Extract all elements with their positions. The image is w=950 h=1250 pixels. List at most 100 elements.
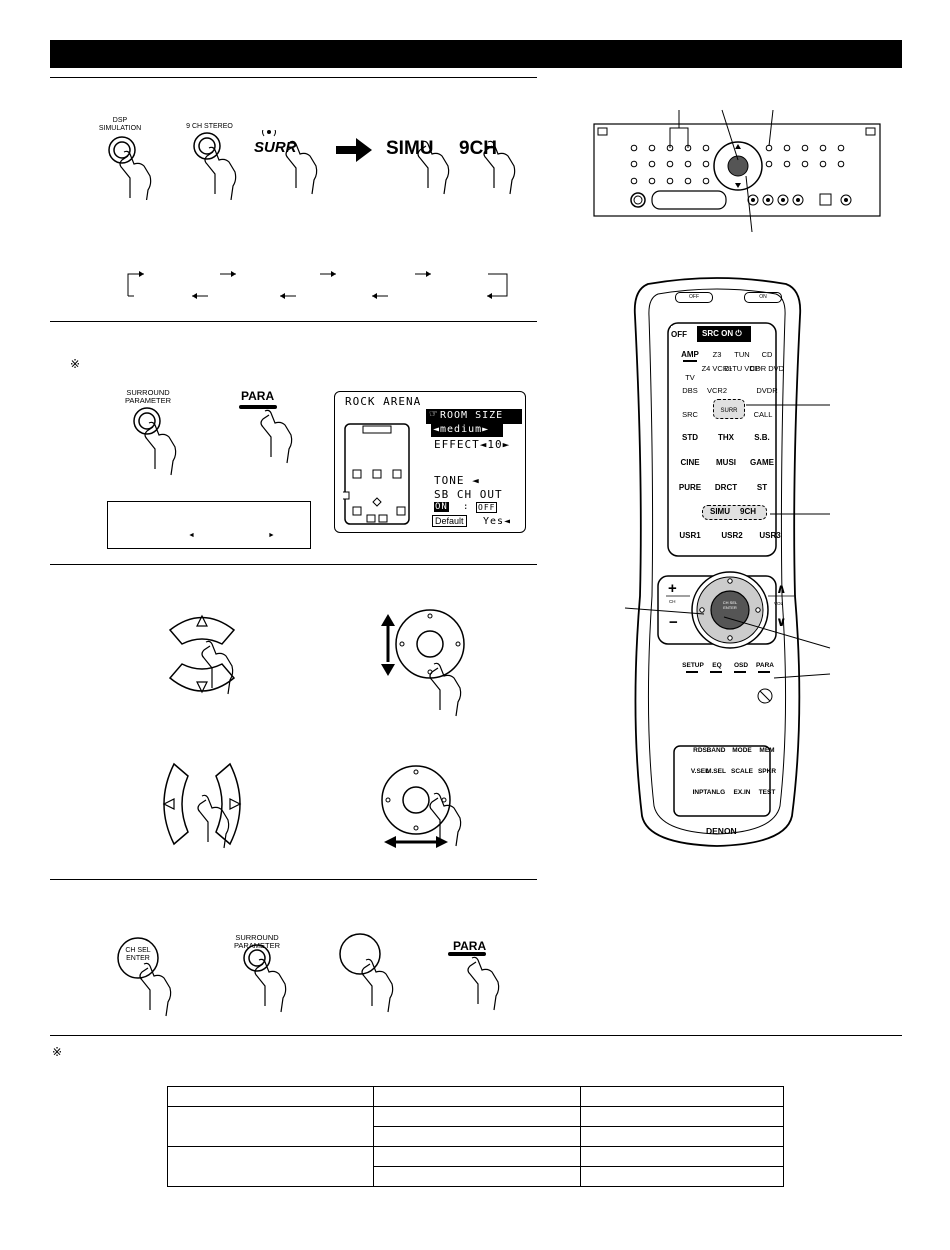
- remote-key-musi[interactable]: MUSI: [716, 458, 736, 467]
- remote-key-rds[interactable]: RDS: [693, 747, 707, 754]
- remote-key-test[interactable]: TEST: [758, 789, 776, 796]
- remote-key-usr1[interactable]: USR1: [679, 531, 701, 540]
- volume-down-button[interactable]: ∨: [776, 614, 787, 629]
- remote-key-tun[interactable]: TUN: [734, 350, 750, 359]
- remote-key-usr3[interactable]: USR3: [759, 531, 781, 540]
- remote-key-dbs[interactable]: DBS: [682, 386, 698, 395]
- para-button-label[interactable]: PARA: [453, 939, 487, 953]
- dsp-simulation-button[interactable]: [108, 136, 136, 164]
- remote-callout-lines: [624, 404, 831, 679]
- hand-icon: [417, 140, 450, 195]
- hand-icon: [285, 140, 318, 195]
- effect-value[interactable]: EFFECT◄10►: [434, 438, 511, 451]
- remote-key-usr2[interactable]: USR2: [721, 531, 743, 540]
- remote-key-exin[interactable]: EX.IN: [733, 789, 751, 796]
- remote-key-z3[interactable]: Z3: [712, 350, 722, 359]
- cursor-up-button[interactable]: [168, 614, 236, 645]
- remote-simu-button[interactable]: SIMU: [710, 507, 730, 516]
- speaker-layout-diagram: [343, 423, 410, 525]
- jog-dial[interactable]: [381, 765, 451, 835]
- section1-illustration: [108, 130, 516, 200]
- vol-label: VOL: [774, 601, 784, 606]
- remote-off-button[interactable]: OFF: [675, 292, 713, 303]
- remote-para-button[interactable]: PARA: [756, 662, 774, 669]
- surr-label: SURR: [720, 408, 738, 414]
- remote-key-std[interactable]: STD: [682, 433, 698, 442]
- remote-enter-button[interactable]: [710, 590, 750, 630]
- room-size-row[interactable]: ROOM SIZE ☞: [426, 409, 522, 424]
- cursor-icon: ☞: [429, 409, 438, 420]
- remote-key-band[interactable]: BAND: [706, 747, 726, 754]
- remote-key-cdr-dvd[interactable]: CDR DVD: [749, 364, 785, 373]
- surround-parameter-button[interactable]: [243, 944, 271, 972]
- remote-key-sb[interactable]: S.B.: [754, 433, 770, 442]
- cursor-left-button[interactable]: [162, 762, 189, 846]
- remote-simu-9ch-group: SIMU 9CH: [702, 505, 767, 520]
- remote-key-anlg[interactable]: ANLG: [706, 789, 726, 796]
- remote-key-cd[interactable]: CD: [761, 350, 773, 359]
- note-mark: ※: [70, 357, 81, 371]
- remote-key-mode[interactable]: MODE: [732, 747, 752, 754]
- room-size-label: ROOM SIZE: [440, 410, 504, 421]
- simu-button-label[interactable]: SIMU: [386, 138, 434, 159]
- remote-key-dvdr[interactable]: DVDR: [756, 386, 778, 395]
- remote-brand-logo: DENON: [706, 826, 737, 836]
- remote-key-scale[interactable]: SCALE: [730, 768, 754, 775]
- remote-key-msel[interactable]: M.SEL: [706, 768, 726, 775]
- remote-key-thx[interactable]: THX: [718, 433, 734, 442]
- setup-key-bar: [686, 671, 698, 673]
- para-button-label[interactable]: PARA: [241, 389, 275, 403]
- cursor-right-button[interactable]: [215, 762, 242, 846]
- remote-eq-button[interactable]: EQ: [712, 662, 722, 669]
- remote-key-drct[interactable]: DRCT: [714, 483, 738, 492]
- remote-key-pure[interactable]: PURE: [678, 483, 702, 492]
- remote-osd-button[interactable]: OSD: [733, 662, 749, 669]
- remote-surr-button[interactable]: SURR: [713, 399, 745, 419]
- ch-sel-enter-label: CH SEL ENTER: [125, 947, 151, 962]
- remote-key-vsel[interactable]: V.SEL: [690, 768, 710, 775]
- remote-key-cine[interactable]: CINE: [680, 458, 700, 467]
- surr-button-label[interactable]: SURR: [254, 139, 297, 156]
- sb-off-option[interactable]: OFF: [476, 502, 498, 513]
- hand-icon: [204, 146, 237, 200]
- channel-down-button[interactable]: −: [669, 614, 678, 631]
- jog-dial[interactable]: [395, 609, 465, 679]
- remote-key-vcr2[interactable]: VCR2: [706, 386, 727, 395]
- tone-label[interactable]: TONE ◄: [434, 474, 480, 487]
- remote-setup-button[interactable]: SETUP: [682, 662, 704, 669]
- remote-key-amp[interactable]: AMP: [681, 350, 699, 359]
- channel-up-button[interactable]: +: [668, 580, 677, 597]
- remote-key-dtu-vdp[interactable]: D-TU VDP: [724, 364, 760, 373]
- ninech-button-label[interactable]: 9CH: [459, 138, 498, 159]
- remote-key-mem[interactable]: MEM: [759, 747, 775, 754]
- default-option[interactable]: Default: [432, 515, 467, 527]
- remote-key-st[interactable]: ST: [756, 483, 768, 492]
- cursor-down-button[interactable]: [168, 663, 236, 694]
- remote-key-call[interactable]: CALL: [753, 410, 773, 419]
- volume-up-button[interactable]: ∧: [776, 581, 787, 596]
- tab-src-on[interactable]: SRC ON ⏻: [702, 329, 742, 338]
- para-key-bar[interactable]: [448, 952, 486, 956]
- osd-key-bar: [734, 671, 746, 673]
- section-4-rule: [50, 879, 537, 880]
- remote-key-tv[interactable]: TV: [685, 373, 695, 382]
- remote-key-spkr[interactable]: SPKR: [757, 768, 777, 775]
- nine-ch-stereo-button[interactable]: [193, 132, 221, 160]
- remote-9ch-button[interactable]: 9CH: [740, 507, 757, 516]
- para-key-bar[interactable]: [239, 405, 277, 409]
- yes-option[interactable]: Yes◄: [483, 516, 512, 527]
- hand-icon: [201, 640, 234, 695]
- surround-parameter-button[interactable]: [133, 407, 161, 435]
- hand-icon: [254, 958, 287, 1013]
- section-3-rule: [50, 564, 537, 565]
- table-row: [167, 1106, 784, 1147]
- remote-key-src[interactable]: SRC: [682, 410, 698, 419]
- remote-key-z4-vcr1[interactable]: Z4 VCR1: [701, 364, 733, 373]
- tab-off[interactable]: OFF: [671, 330, 687, 339]
- room-size-value-box[interactable]: ◄medium►: [431, 424, 503, 437]
- nine-ch-stereo-label: 9 CH STEREO: [186, 123, 233, 130]
- sb-on-option[interactable]: ON: [434, 502, 449, 512]
- remote-key-game[interactable]: GAME: [750, 458, 774, 467]
- remote-on-button[interactable]: ON: [744, 292, 782, 303]
- remote-key-inpt[interactable]: INPT: [692, 789, 708, 796]
